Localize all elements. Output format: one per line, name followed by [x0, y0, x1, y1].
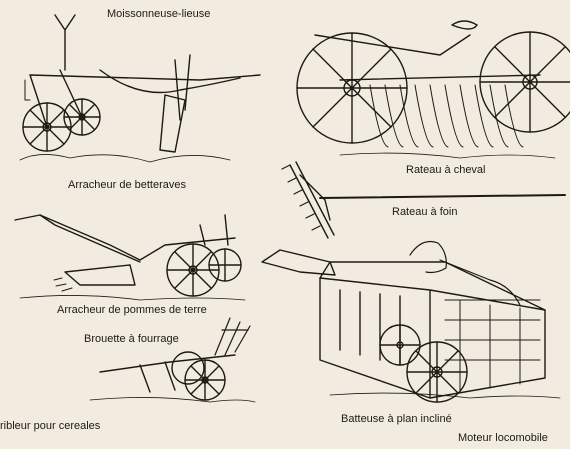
arracheur-pommes-illustration: [14, 214, 246, 301]
rateau-foin-illustration: [281, 161, 566, 239]
caption-moteur: Moteur locomobile: [458, 432, 548, 444]
arracheur-betteraves-illustration: [19, 14, 261, 163]
caption-rateau-foin: Rateau à foin: [392, 206, 458, 218]
caption-brouette: Brouette à fourrage: [84, 333, 179, 345]
caption-arracheur-betteraves: Arracheur de betteraves: [68, 179, 187, 191]
caption-batteuse: Batteuse à plan incliné: [341, 413, 452, 425]
batteuse-illustration: [261, 240, 561, 403]
rateau-cheval-illustration: [296, 20, 570, 159]
caption-cribleur: ribleur pour cereales: [0, 420, 101, 432]
caption-moissonneuse: Moissonneuse-lieuse: [107, 8, 211, 20]
caption-rateau-cheval: Rateau à cheval: [406, 164, 486, 176]
caption-arracheur-pommes: Arracheur de pommes de terre: [57, 304, 207, 316]
brouette-illustration: [89, 317, 256, 403]
